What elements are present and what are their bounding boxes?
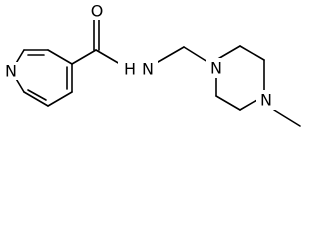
bond-ring-carbonyl bbox=[71, 49, 97, 65]
bond-py-c3-c4 bbox=[47, 49, 73, 65]
methylene-linker bbox=[157, 46, 209, 63]
bond-pip-c5-c6 bbox=[215, 95, 241, 111]
amide-group bbox=[71, 15, 121, 65]
atom-piperazine-n1: N bbox=[210, 59, 222, 78]
bond-carbonyl-nh bbox=[95, 49, 121, 65]
bond-py-c5-c6 bbox=[47, 91, 73, 107]
bond-py-c6-c1-inner bbox=[27, 89, 47, 101]
bond-nh-ch2 bbox=[157, 46, 185, 63]
molecule-canvas: N O N H N N bbox=[2, 1, 301, 127]
bond-n4-methyl bbox=[273, 109, 301, 127]
structure-diagram: N O N H N N bbox=[2, 1, 301, 127]
bond-ch2-n1 bbox=[183, 46, 209, 63]
bond-py-c6-c1 bbox=[23, 91, 49, 107]
bond-pip-n1-c2 bbox=[215, 45, 241, 61]
atom-piperazine-n4: N bbox=[260, 91, 272, 110]
bond-pip-c2-c3 bbox=[239, 45, 265, 61]
atom-carbonyl-o: O bbox=[91, 2, 104, 21]
n-methyl-group bbox=[273, 109, 301, 127]
atom-labels: N O N H N N bbox=[2, 2, 276, 110]
atom-amide-h: H bbox=[124, 60, 136, 79]
pyridine-ring bbox=[11, 49, 73, 107]
atom-amide-n: N bbox=[142, 60, 154, 79]
atom-pyridine-n: N bbox=[5, 62, 17, 81]
